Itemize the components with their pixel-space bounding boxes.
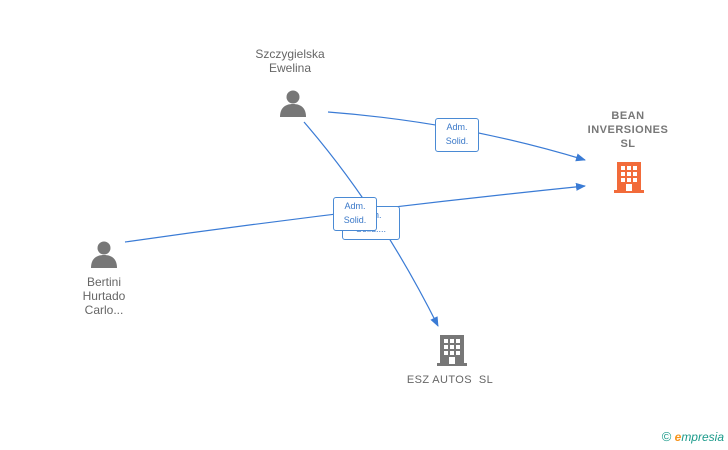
node-label-line: Ewelina (268, 61, 312, 75)
edge-label-line: Solid. (343, 215, 367, 225)
node-label-line: Carlo... (84, 303, 124, 317)
building-icon[interactable] (613, 160, 645, 194)
edge-label-line: Adm. (344, 201, 366, 211)
copyright-icon: © (661, 429, 672, 444)
person-icon[interactable] (278, 88, 308, 118)
node-label-line: Bertini (86, 275, 121, 289)
footer-brand[interactable]: © empresia (662, 429, 724, 444)
node-label-line: BEAN (611, 110, 645, 122)
node-label-bean-inversiones[interactable]: BEAN INVERSIONES SL (570, 109, 686, 151)
brand-logo-text: mpresia (681, 430, 724, 444)
edge-label-adm-solid-2[interactable]: Adm. Solid. (333, 197, 377, 231)
edge-label-adm-solid-1[interactable]: Adm. Solid. (435, 118, 479, 152)
node-label-line: Szczygielska (255, 47, 325, 61)
edge-label-line: Solid. (445, 136, 469, 146)
node-label-bertini[interactable]: Bertini Hurtado Carlo... (54, 275, 154, 317)
person-icon[interactable] (89, 239, 119, 269)
edge-label-line: Adm. (446, 122, 468, 132)
node-label-line: SL (620, 138, 636, 150)
node-label-line: ESZ AUTOS SL (406, 374, 494, 386)
node-label-esz-autos[interactable]: ESZ AUTOS SL (390, 373, 510, 387)
node-label-line: Hurtado (82, 289, 126, 303)
brand-logo-initial: e (674, 430, 682, 444)
node-label-line: INVERSIONES (587, 124, 669, 136)
node-label-szczygielska[interactable]: Szczygielska Ewelina (240, 47, 340, 75)
building-icon[interactable] (436, 333, 468, 367)
